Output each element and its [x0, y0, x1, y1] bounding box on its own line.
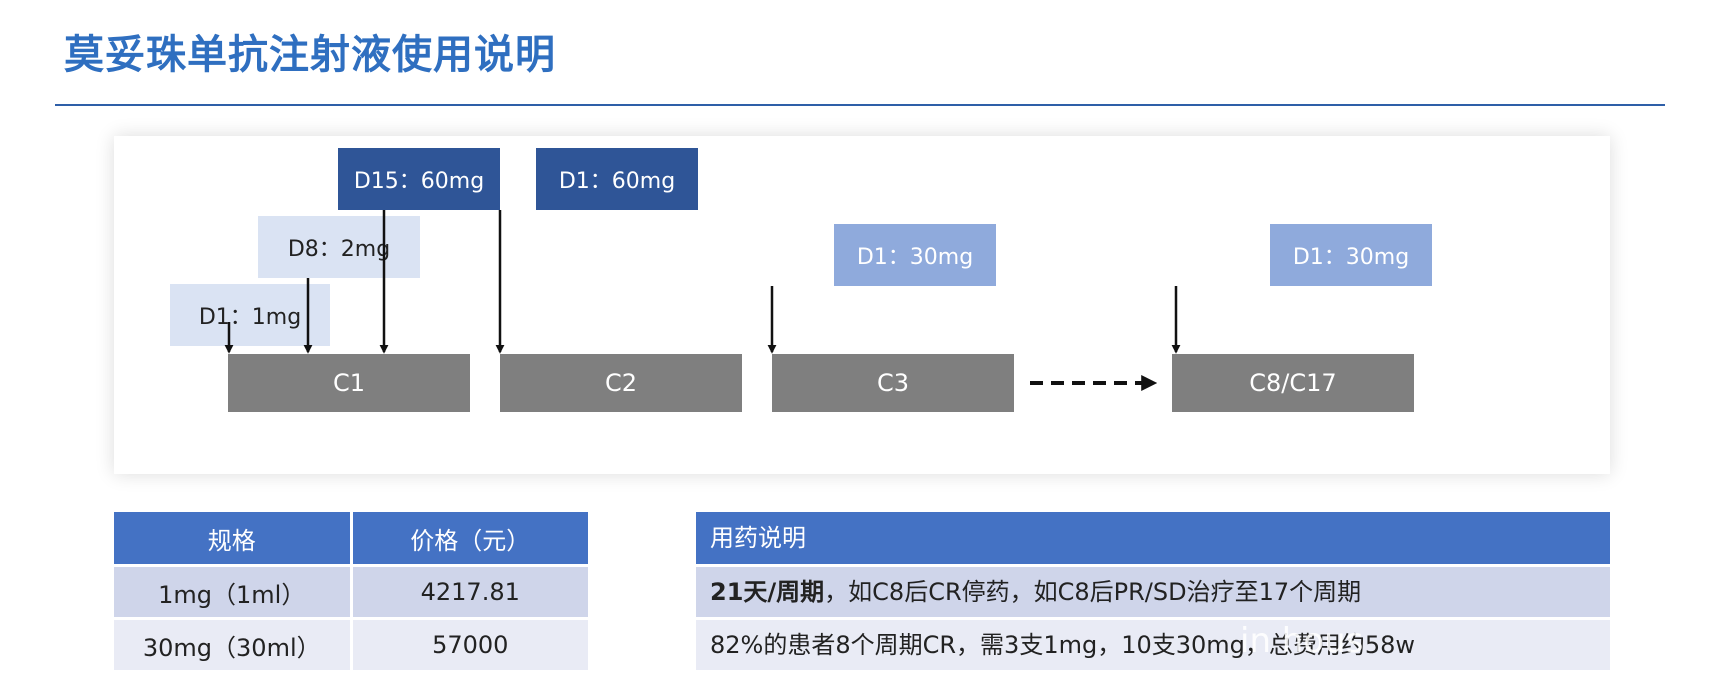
watermark: in hous	[1240, 621, 1364, 661]
dose-label-c1-d15: D15：60mg	[354, 169, 484, 194]
dosing-diagram: D1：1mg D8：2mg D15：60mg D1：60mg D1：30mg D…	[114, 136, 1610, 474]
cycle-length-emphasis: 21天/周期	[710, 578, 825, 606]
dose-box-c8-d1	[1270, 224, 1432, 286]
cycle-label-c2: C2	[605, 369, 637, 397]
cycle-label-c1: C1	[333, 369, 365, 397]
cycle-box-c2	[500, 354, 742, 412]
dose-label-c1-d1: D1：1mg	[199, 305, 301, 330]
usage-notes: 用药说明 21天/周期，如C8后CR停药，如C8后PR/SD治疗至17个周期 8…	[696, 512, 1610, 670]
cycle-label-c3: C3	[877, 369, 909, 397]
table-row: 1mg（1ml） 4217.81	[114, 565, 588, 619]
table-row: 30mg（30ml） 57000	[114, 618, 588, 670]
cycle-label-c8-c17: C8/C17	[1249, 369, 1336, 397]
dose-label-c3-d1: D1：30mg	[857, 245, 973, 270]
spec-cell: 30mg（30ml）	[114, 618, 351, 670]
spec-price-table: 规格 价格（元） 1mg（1ml） 4217.81 30mg（30ml） 570…	[114, 512, 588, 670]
dose-box-c1-d15	[338, 148, 500, 210]
usage-line-1: 21天/周期，如C8后CR停药，如C8后PR/SD治疗至17个周期	[696, 564, 1610, 617]
dose-label-c8-d1: D1：30mg	[1293, 245, 1409, 270]
price-cell: 4217.81	[349, 565, 588, 619]
dose-label-c2-d1: D1：60mg	[559, 169, 675, 194]
usage-line-1-text: ，如C8后CR停药，如C8后PR/SD治疗至17个周期	[824, 578, 1362, 606]
spec-cell: 1mg（1ml）	[114, 565, 351, 619]
spec-header: 规格	[114, 512, 351, 566]
spec-table-header-row: 规格 价格（元）	[114, 512, 588, 566]
price-cell: 57000	[349, 618, 588, 670]
dose-box-c1-d8	[258, 216, 420, 278]
title-divider	[55, 104, 1665, 106]
usage-header: 用药说明	[696, 512, 1610, 564]
dose-label-c1-d8: D8：2mg	[288, 237, 390, 262]
dose-box-c1-d1	[170, 284, 330, 346]
dose-box-c3-d1	[834, 224, 996, 286]
cycle-box-c3	[772, 354, 1014, 412]
dosing-schedule-svg: D1：1mg D8：2mg D15：60mg D1：60mg D1：30mg D…	[170, 148, 1432, 412]
dose-box-c2-d1	[536, 148, 698, 210]
price-header: 价格（元）	[349, 512, 588, 566]
page-title: 莫妥珠单抗注射液使用说明	[64, 32, 556, 78]
cycle-box-c1	[228, 354, 470, 412]
cycle-box-c8-c17	[1172, 354, 1414, 412]
usage-line-2: 82%的患者8个周期CR，需3支1mg，10支30mg，总费用约58w	[696, 617, 1610, 670]
